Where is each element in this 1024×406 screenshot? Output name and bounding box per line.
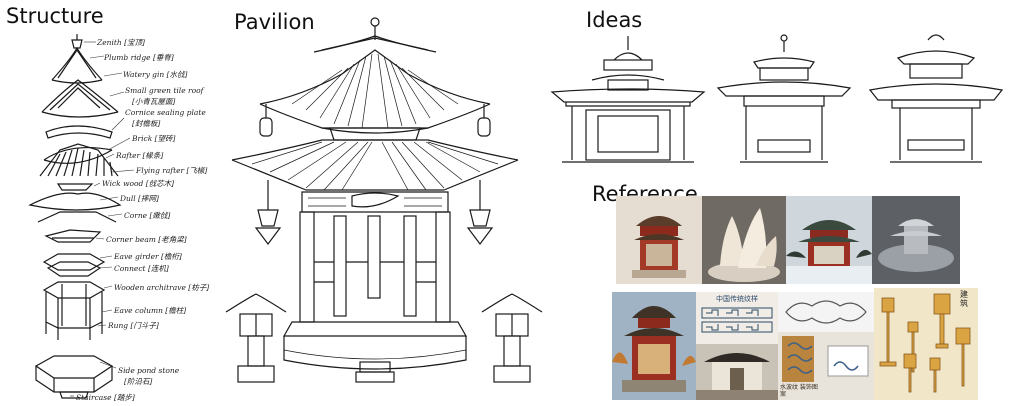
label-wooden-architrave: Wooden architrave [枋子] — [114, 283, 210, 292]
pavilion-line-drawing — [225, 17, 543, 383]
label-eave-column: Eave column [檐柱] — [114, 306, 187, 315]
label-connect: Connect [连机] — [114, 264, 169, 273]
label-brick: Brick [望砖] — [132, 134, 176, 143]
label-staircase: Staircase [踏步] — [76, 393, 135, 402]
reference-image-cloud-pattern — [778, 292, 874, 332]
idea-sketch-3 — [868, 34, 1004, 163]
label-cornice-sealing-plate-cn: [封檐板] — [132, 119, 161, 128]
label-flying-rafter: Flying rafter [飞椽] — [136, 166, 208, 175]
label-rafter: Rafter [椽条] — [116, 151, 164, 160]
label-side-pond-stone: Side pond stone — [118, 366, 180, 375]
idea-sketch-1 — [550, 36, 706, 163]
structure-heading: Structure — [6, 4, 104, 28]
label-plumb-ridge: Plumb ridge [垂脊] — [104, 53, 174, 62]
label-dull: Dull [摔网] — [120, 194, 159, 203]
reference-image-pavilion-lake — [696, 344, 778, 400]
reference-image-snow-pavilion — [786, 196, 872, 284]
reference-image-pattern-sheet: 中国传统纹样 — [696, 292, 778, 344]
reference-image-wave-pattern: 水波纹 装饰图案 — [778, 332, 874, 400]
label-side-pond-stone-cn: [阶沿石] — [124, 377, 153, 386]
label-zenith: Zenith [宝顶] — [97, 38, 145, 47]
reference-image-model-pavilion — [616, 196, 702, 284]
reference-image-sculpture — [702, 196, 786, 284]
label-watery-gin: Watery gin [水戗] — [123, 70, 188, 79]
label-small-green-tile-roof: Small green tile roof — [125, 86, 204, 95]
calligraphy: 建筑 — [960, 290, 968, 308]
reference-image-lanterns: 建筑 — [874, 288, 978, 400]
pattern-sheet-title: 中国传统纹样 — [716, 295, 758, 303]
exploded-structure-diagram — [28, 34, 135, 399]
idea-sketch-2 — [716, 34, 852, 163]
label-rung: Rung [门斗子] — [108, 321, 159, 330]
reference-image-3d-render — [872, 196, 960, 284]
pavilion-heading: Pavilion — [234, 10, 315, 34]
label-eave-girder: Eave girder [檐桁] — [114, 252, 182, 261]
label-corne: Corne [嫩戗] — [124, 211, 171, 220]
label-cornice-sealing-plate: Cornice sealing plate — [125, 108, 206, 117]
pattern-caption: 水波纹 装饰图案 — [780, 384, 818, 398]
ideas-heading: Ideas — [586, 8, 643, 32]
label-wick-wood: Wick wood [戗芯木] — [102, 179, 175, 188]
label-corner-beam: Corner beam [老角梁] — [106, 235, 187, 244]
reference-image-red-pavilion — [612, 292, 696, 400]
label-small-green-tile-roof-cn: [小青瓦屋面] — [132, 97, 176, 106]
